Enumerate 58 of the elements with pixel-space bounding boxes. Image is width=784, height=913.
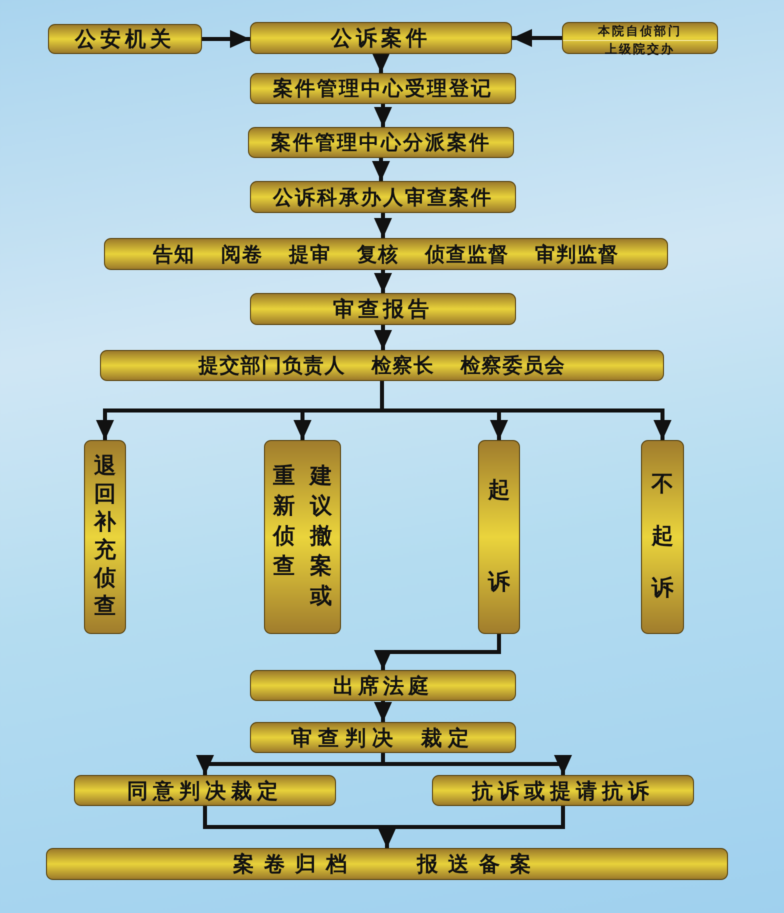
process-box xyxy=(250,670,516,701)
process-box xyxy=(250,22,512,54)
step-label: 案件管理中心受理登记 xyxy=(273,75,493,102)
process-box xyxy=(478,440,520,634)
step-label: 审查报告 xyxy=(333,296,433,323)
arrow xyxy=(374,634,501,670)
arrow xyxy=(372,53,390,73)
step-label: 提交部门负责人 xyxy=(198,352,346,379)
arrow xyxy=(374,213,392,238)
step-label: 上级院交办 xyxy=(563,40,717,58)
step-label: 审查判决 xyxy=(291,724,399,752)
step-label: 报送备案 xyxy=(417,851,541,878)
process-box xyxy=(248,127,514,158)
arrow xyxy=(372,158,390,181)
step-label: 起诉 xyxy=(486,477,511,597)
step-label: 侦查监督 xyxy=(425,240,509,268)
step-label: 检察长 xyxy=(372,352,434,379)
step-label: 本院自侦部门 xyxy=(598,23,682,40)
step-label: 公诉案件 xyxy=(331,25,431,52)
arrow xyxy=(374,325,392,350)
process-box xyxy=(641,440,684,634)
step-label: 裁定 xyxy=(421,724,475,752)
process-box xyxy=(104,238,668,270)
step-label: 阅卷 xyxy=(221,240,263,268)
step-label: 提审 xyxy=(289,240,331,268)
step-label: 公安机关 xyxy=(75,26,175,53)
step-label: 同意判决裁定 xyxy=(127,778,283,804)
arrow xyxy=(378,806,565,848)
step-label: 复核 xyxy=(357,240,399,268)
process-box xyxy=(84,440,126,634)
process-box xyxy=(250,73,516,104)
step-label: 出席法庭 xyxy=(333,672,433,700)
step-label: 建议撤案或重新侦查 xyxy=(272,463,332,611)
arrow xyxy=(374,701,392,722)
arrow xyxy=(374,104,392,127)
arrow xyxy=(202,30,250,48)
arrow xyxy=(380,381,672,440)
arrow xyxy=(374,270,392,293)
step-label: 告知 xyxy=(153,240,195,268)
step-label: 退回补充侦查 xyxy=(92,453,118,621)
process-box xyxy=(48,24,202,54)
process-box xyxy=(264,440,341,634)
process-box xyxy=(432,775,694,806)
process-box xyxy=(100,350,664,381)
step-label: 检察委员会 xyxy=(460,352,566,379)
step-label: 案件管理中心分派案件 xyxy=(271,129,491,156)
process-box xyxy=(74,775,336,806)
process-box xyxy=(562,22,718,54)
step-label: 不起诉 xyxy=(650,471,674,603)
process-box xyxy=(46,848,728,880)
step-label: 抗诉或提请抗诉 xyxy=(472,778,654,804)
process-box xyxy=(250,181,516,213)
arrow xyxy=(512,29,562,47)
step-label: 审判监督 xyxy=(535,240,619,268)
step-label: 公诉科承办人审查案件 xyxy=(273,184,493,210)
process-box xyxy=(250,293,516,325)
step-label: 案卷归档 xyxy=(233,851,357,878)
process-box xyxy=(250,722,516,753)
